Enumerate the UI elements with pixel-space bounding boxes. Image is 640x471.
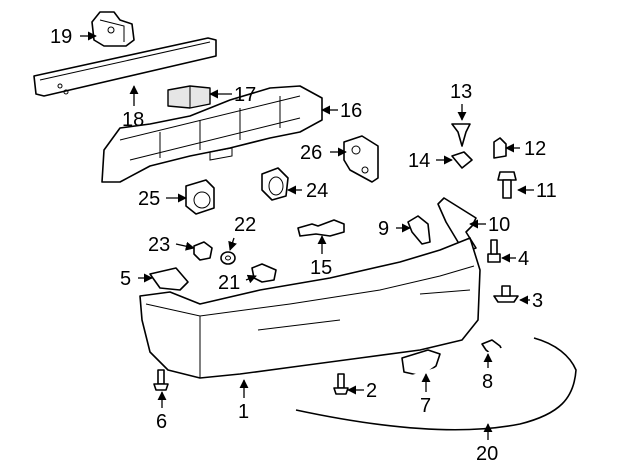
- callout-6: 6: [156, 411, 167, 433]
- callout-5: 5: [120, 268, 131, 290]
- callout-9: 9: [378, 218, 389, 240]
- callout-24: 24: [306, 180, 328, 202]
- callout-14: 14: [408, 150, 430, 172]
- part-11-bolt: [497, 171, 517, 199]
- part-21-clip: [251, 263, 277, 283]
- callout-2: 2: [366, 380, 377, 402]
- callout-25: 25: [138, 188, 160, 210]
- part-12-fastener: [493, 137, 507, 159]
- leader-lines: [80, 31, 534, 440]
- callout-11: 11: [536, 180, 557, 202]
- callout-1: 1: [238, 401, 249, 423]
- callout-4: 4: [518, 248, 529, 270]
- callout-21: 21: [218, 272, 240, 294]
- callout-8: 8: [482, 371, 493, 393]
- part-25-sensor: [185, 179, 215, 215]
- part-19-bracket: [91, 11, 135, 47]
- callout-17: 17: [234, 84, 256, 106]
- callout-13: 13: [450, 81, 472, 103]
- callout-12: 12: [524, 138, 546, 160]
- callout-22: 22: [234, 214, 256, 236]
- part-22-washer: [220, 251, 236, 265]
- callout-16: 16: [340, 100, 362, 122]
- callout-26: 26: [300, 142, 322, 164]
- callout-23: 23: [148, 234, 170, 256]
- part-16-absorber: [101, 85, 323, 183]
- callout-18: 18: [122, 109, 144, 131]
- part-2-stud: [333, 373, 349, 395]
- callout-19: 19: [50, 26, 72, 48]
- callout-labels: 1 2 3 4 5 6 7 8 9 10 11 12 13 14 15 16 1…: [50, 26, 557, 465]
- part-23-nut: [193, 241, 213, 261]
- part-3-retainer: [493, 285, 519, 303]
- part-5-bracket: [149, 267, 189, 291]
- callout-3: 3: [532, 290, 543, 312]
- part-24-sensor-holder: [261, 167, 289, 201]
- part-10-side-bracket: [437, 197, 477, 253]
- part-18-reinforcement: [33, 37, 217, 97]
- part-9-bracket: [407, 215, 431, 245]
- part-14-nut: [451, 151, 473, 169]
- part-26-bracket: [343, 135, 379, 183]
- part-13-push-clip: [451, 123, 471, 147]
- callout-7: 7: [420, 395, 431, 417]
- callout-20: 20: [476, 443, 498, 465]
- part-1-bumper-cover: [139, 237, 481, 379]
- callout-15: 15: [310, 257, 332, 279]
- part-15-pin: [297, 219, 345, 237]
- part-20-molding: [295, 337, 577, 431]
- part-6-stud: [153, 369, 169, 391]
- part-17-pad: [167, 85, 211, 109]
- callout-10: 10: [488, 214, 510, 236]
- part-4-bolt: [487, 239, 501, 263]
